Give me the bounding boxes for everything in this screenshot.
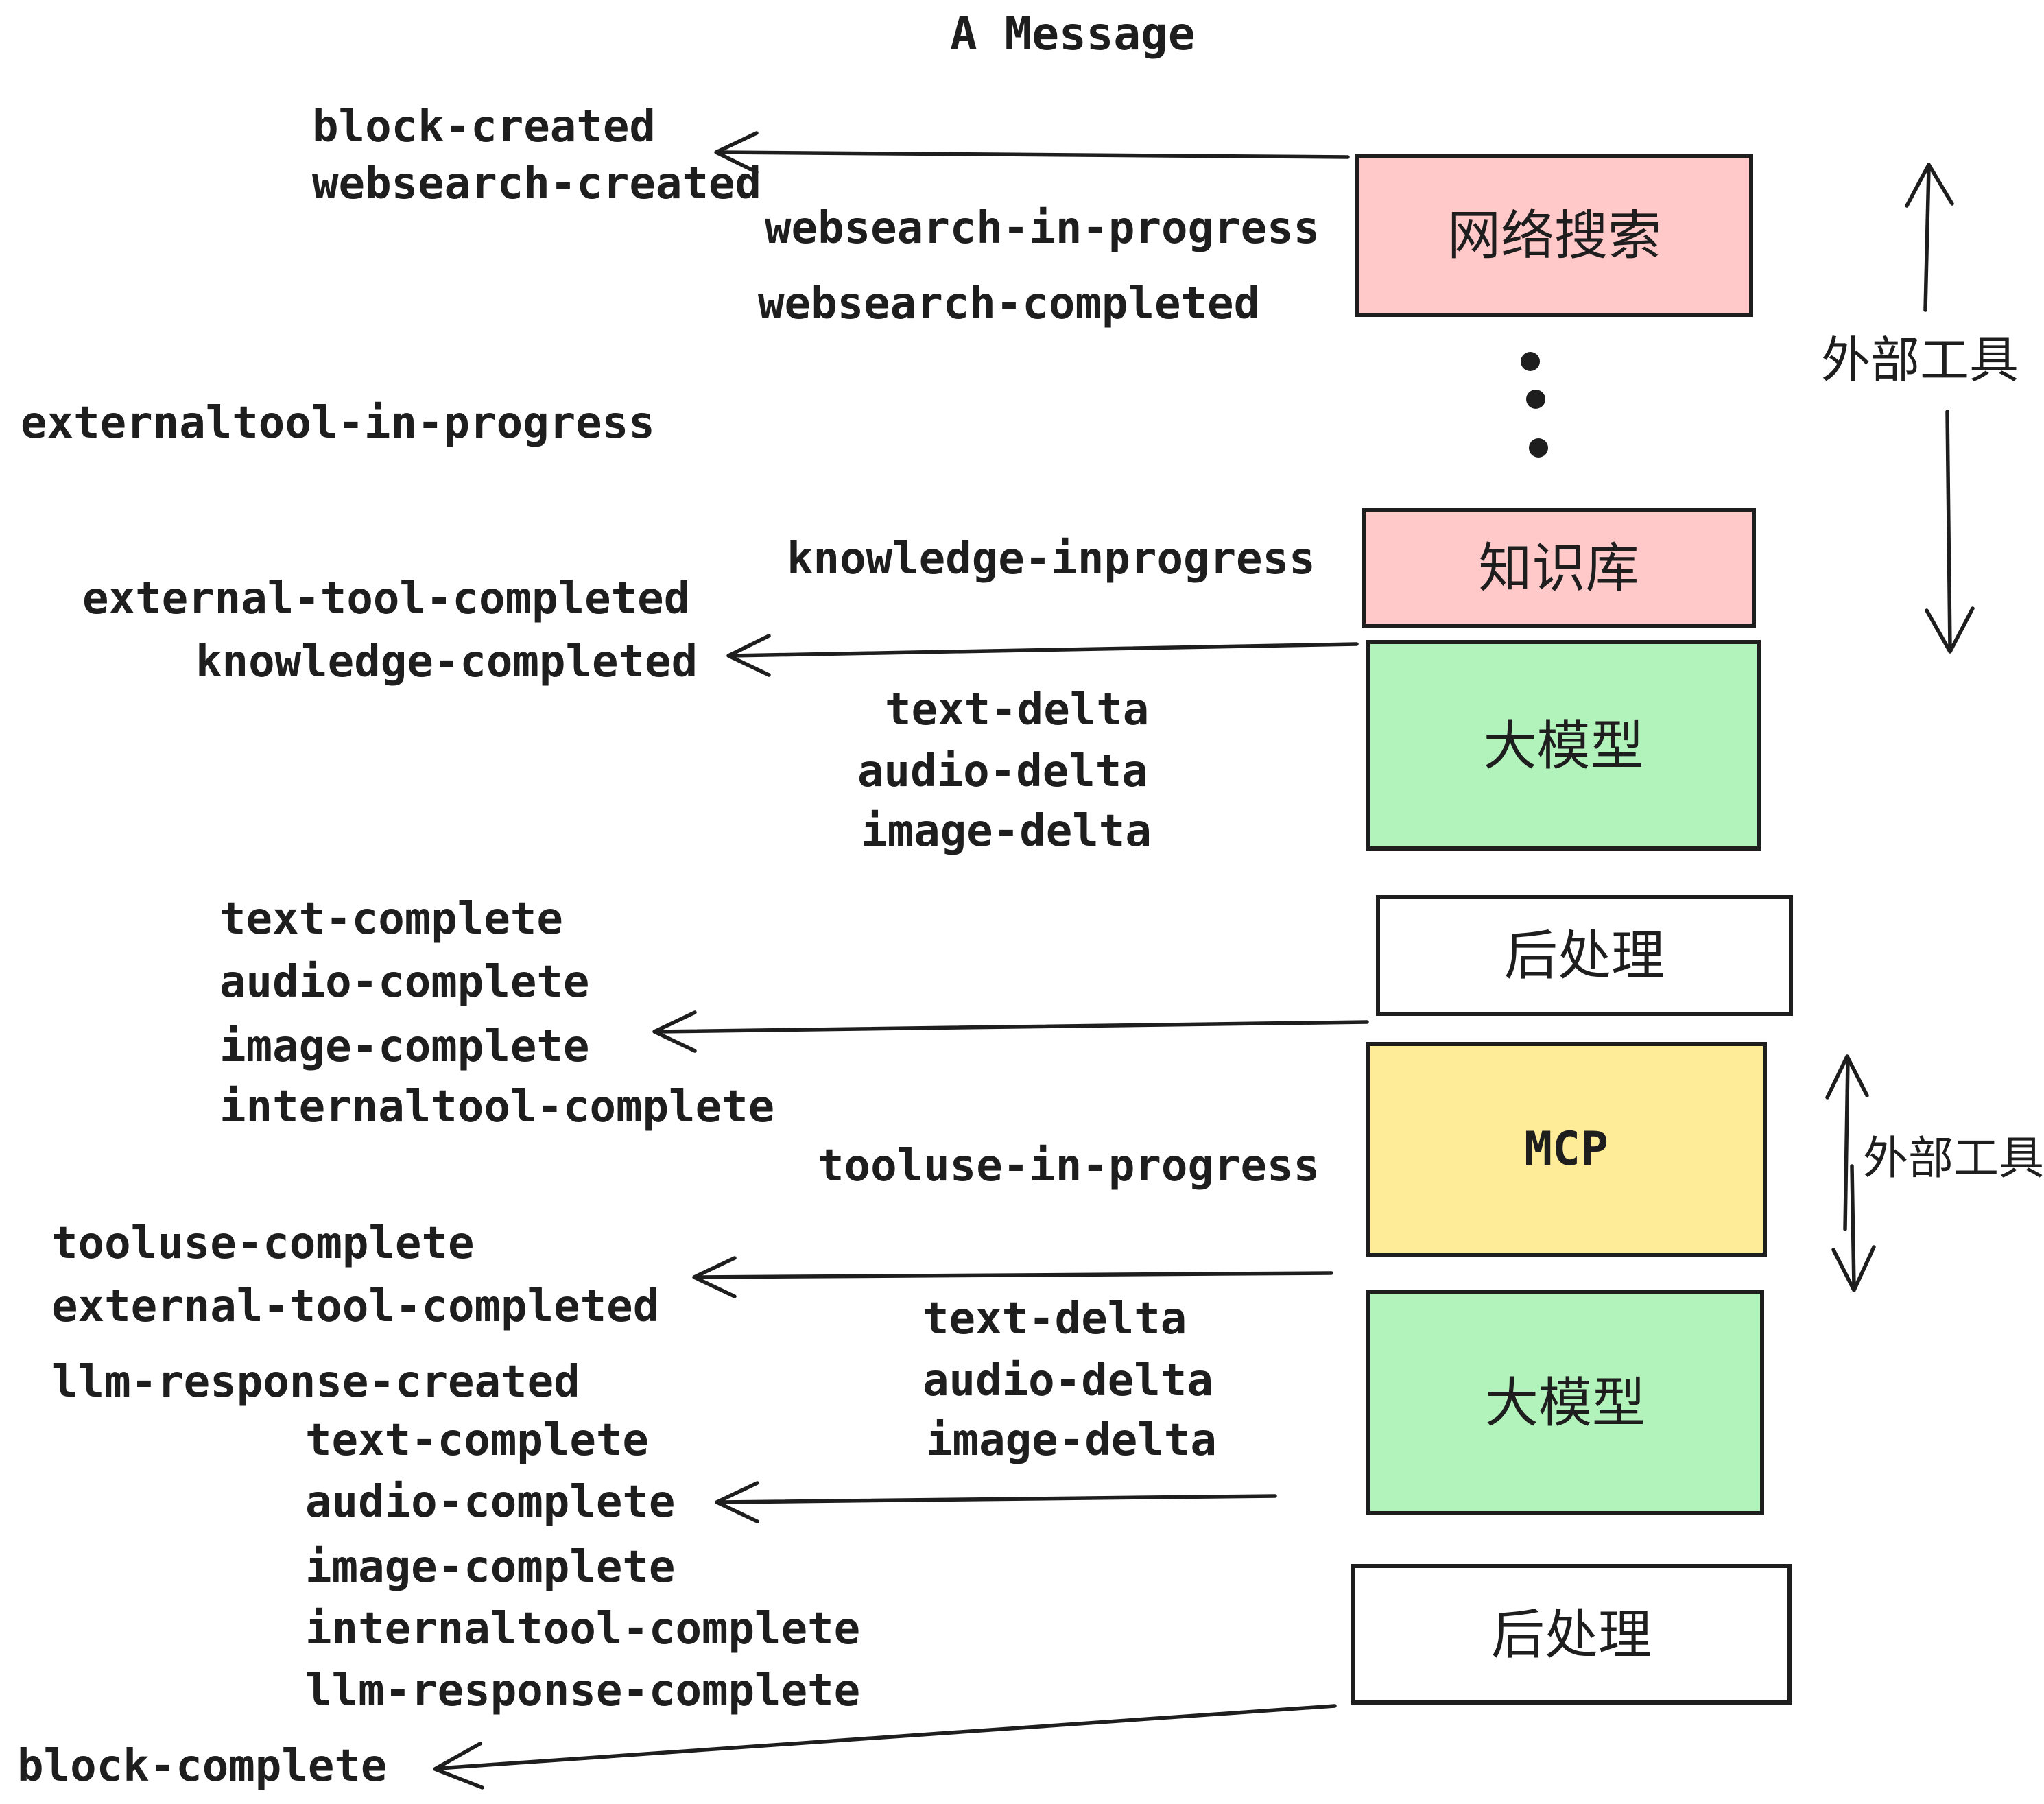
event-label-text-delta-2: text-delta [923,1294,1187,1344]
box-websearch: 网络搜索 [1355,154,1753,317]
event-label-image-delta-2: image-delta [926,1415,1217,1466]
event-label-audio-complete-2: audio-complete [305,1477,676,1528]
event-label-tooluse-in-progress: tooluse-in-progress [818,1141,1320,1191]
event-label-external-tool-completed: external-tool-completed [82,573,691,624]
event-label-image-delta: image-delta [861,806,1152,857]
event-label-audio-delta: audio-delta [857,746,1148,797]
event-label-internaltool-complete: internaltool-complete [219,1082,775,1132]
event-label-llm-response-complete: llm-response-complete [305,1665,861,1716]
external-tools-down-arrow-bottom [1831,1164,1876,1292]
external-tools-label-top: 外部工具 [1821,333,2019,388]
external-tools-up-arrow-top [1905,163,1954,312]
event-label-image-complete: image-complete [219,1021,590,1072]
event-label-knowledge-inprogress: knowledge-inprogress [787,534,1316,584]
event-label-image-complete-2: image-complete [305,1542,676,1593]
event-label-llm-response-created: llm-response-created [51,1357,580,1408]
box-knowledge-label: 知识库 [1478,537,1639,598]
event-label-block-complete: block-complete [17,1741,388,1792]
event-label-websearch-completed: websearch-completed [758,278,1261,329]
event-label-knowledge-completed: knowledge-completed [195,637,698,687]
external-tools-down-arrow-top [1925,410,1975,654]
box-websearch-label: 网络搜索 [1447,205,1661,265]
event-label-websearch-in-progress: websearch-in-progress [765,203,1320,254]
event-label-block-created: block-created [312,102,656,152]
box-llm-2-label: 大模型 [1484,1372,1645,1433]
arrow-image-complete [652,1010,1369,1053]
event-label-externaltool-in-progress: externaltool-in-progress [21,398,655,449]
diagram-title: A Message [950,8,1196,60]
box-knowledge: 知识库 [1362,508,1756,628]
box-postprocess-2-label: 后处理 [1490,1604,1652,1665]
event-label-text-complete-2: text-complete [305,1415,649,1466]
box-llm-1: 大模型 [1366,640,1761,851]
ellipsis-dots [1521,352,1548,458]
arrow-audio-complete [715,1481,1277,1523]
box-mcp-label: MCP [1524,1121,1608,1176]
event-label-audio-complete: audio-complete [219,957,590,1008]
event-label-text-complete: text-complete [219,894,563,945]
event-label-text-delta: text-delta [885,685,1150,735]
box-postprocess-2: 后处理 [1351,1564,1792,1705]
box-llm-2: 大模型 [1366,1290,1764,1515]
event-label-websearch-created: websearch-created [312,158,762,209]
arrow-knowledge-completed [726,634,1359,677]
box-mcp: MCP [1366,1042,1767,1257]
event-label-internaltool-complete-2: internaltool-complete [305,1604,861,1654]
box-postprocess-1-label: 后处理 [1504,925,1665,986]
event-label-external-tool-completed-2: external-tool-completed [51,1281,660,1332]
external-tools-label-bottom: 外部工具 [1863,1132,2044,1183]
arrow-block-created [714,131,1350,174]
box-llm-1-label: 大模型 [1483,715,1644,776]
box-postprocess-1: 后处理 [1376,895,1793,1016]
arrow-tooluse-complete [692,1256,1333,1298]
event-label-audio-delta-2: audio-delta [923,1355,1213,1406]
arrow-block-complete [433,1704,1337,1790]
external-tools-up-arrow-bottom [1825,1054,1869,1231]
event-label-tooluse-complete: tooluse-complete [51,1218,475,1269]
